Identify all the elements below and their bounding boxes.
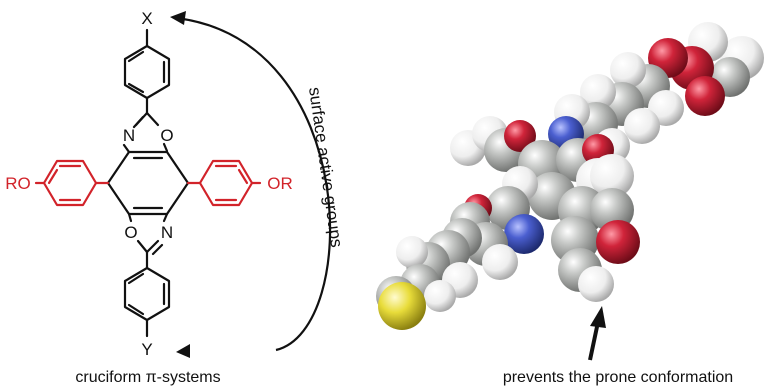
- top-oxazole-ring: [122, 111, 169, 154]
- or-label: OR: [267, 174, 293, 193]
- straight-arrow: [588, 321, 600, 361]
- right-phenyl-ring: [198, 159, 254, 207]
- ro-label: RO: [5, 174, 31, 193]
- bottom-phenyl-ring: [123, 266, 171, 322]
- left-phenyl-ring: [42, 159, 98, 207]
- x-substituent-label: X: [141, 9, 152, 28]
- arrowhead-bottom: [176, 344, 190, 358]
- bottom-oxazole-ring: [127, 212, 169, 256]
- chemical-structure: X N O: [5, 9, 293, 359]
- bottom-oxygen-label: O: [124, 223, 137, 242]
- arrowhead-top: [170, 11, 186, 25]
- top-nitrogen-label: N: [123, 126, 135, 145]
- straight-arrowhead: [590, 306, 606, 328]
- bottom-nitrogen-label: N: [161, 223, 173, 242]
- space-filling-model: [376, 22, 764, 330]
- top-phenyl-ring: [123, 44, 171, 100]
- central-core-ring: [106, 150, 190, 216]
- curved-double-arrow: [175, 16, 332, 352]
- right-caption: prevents the prone conformation: [503, 369, 733, 386]
- left-caption: cruciform π-systems: [75, 369, 220, 386]
- y-substituent-label: Y: [141, 340, 152, 359]
- top-oxygen-label: O: [160, 126, 173, 145]
- surface-active-groups-label: surface active groups: [305, 86, 346, 249]
